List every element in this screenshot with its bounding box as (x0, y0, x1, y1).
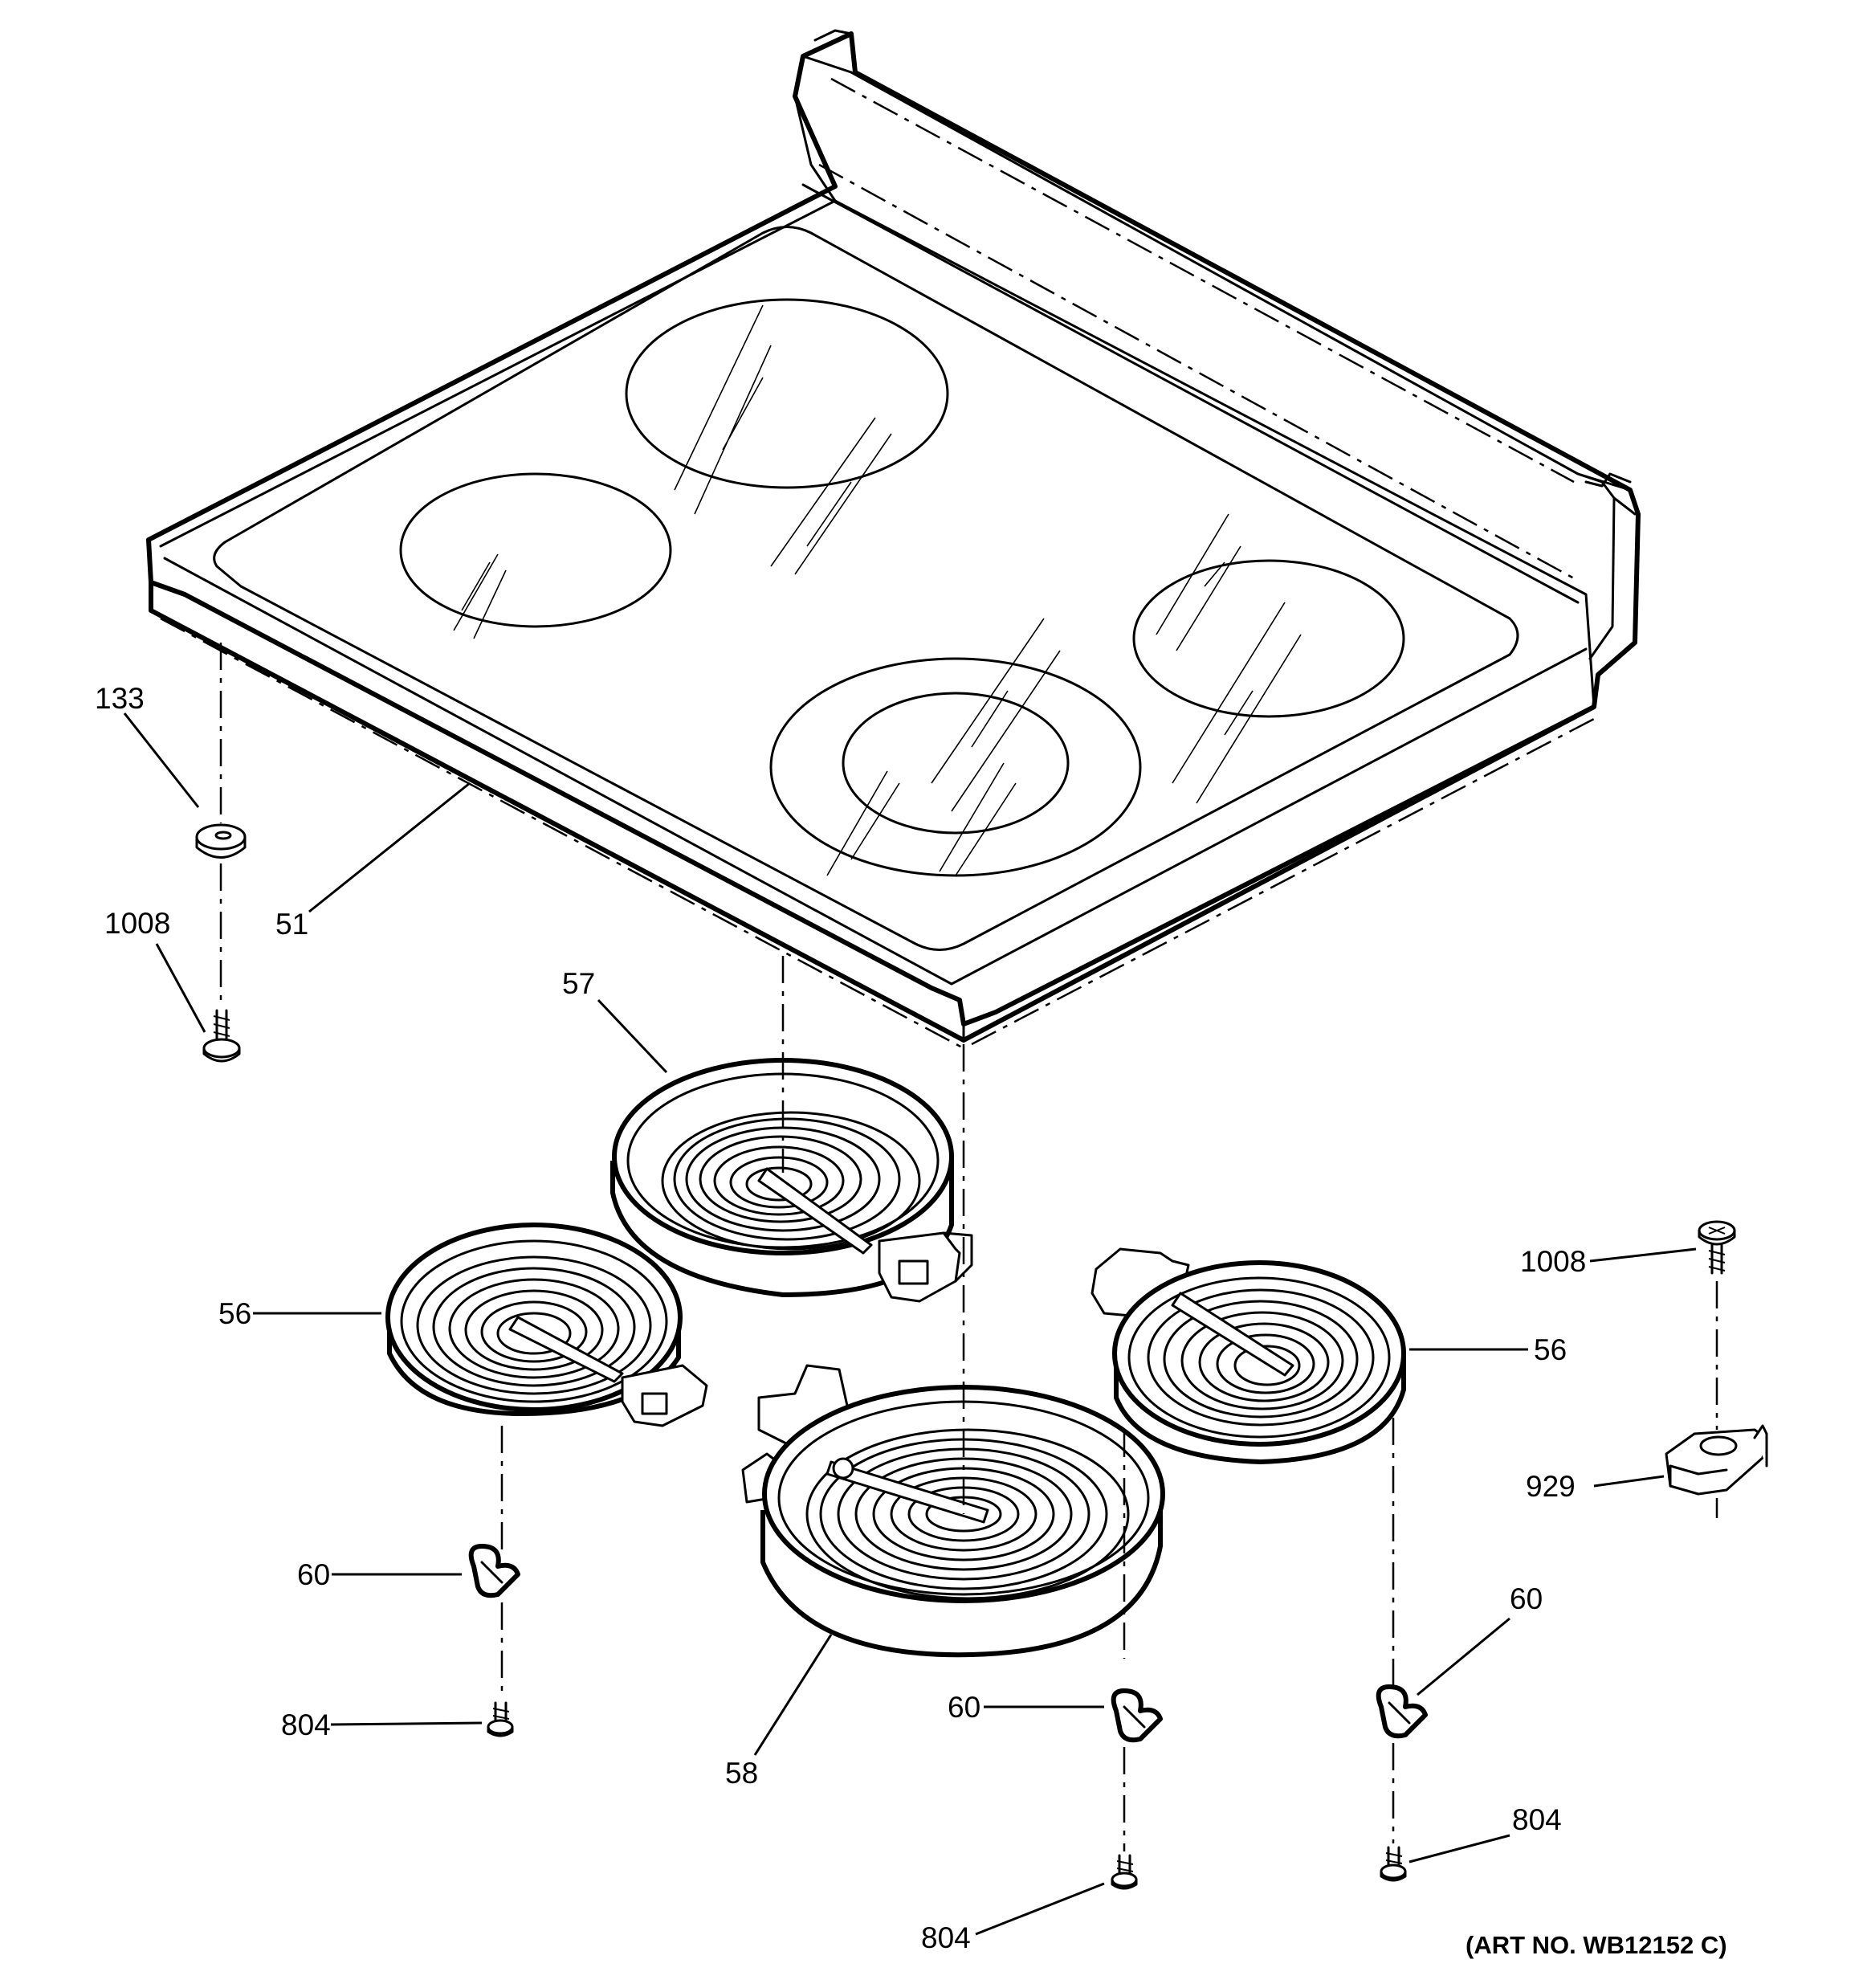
screw-1008-right (1698, 1220, 1736, 1275)
coil-57 (661, 1111, 921, 1251)
screw-804-right (1380, 1846, 1407, 1882)
radiant-element-56-right (1090, 1247, 1406, 1464)
callout-60-center: 60 (948, 1691, 980, 1724)
screw-804-center (1111, 1854, 1138, 1890)
clip-60-left (468, 1544, 520, 1598)
callout-60-right: 60 (1510, 1582, 1543, 1615)
clip-60-center (1111, 1688, 1163, 1743)
callout-56-right: 56 (1534, 1333, 1567, 1366)
screw-804-left (487, 1701, 514, 1737)
callout-56-left: 56 (218, 1297, 251, 1330)
cooktop-glass-assembly (146, 29, 1641, 1050)
clip-60-right (1376, 1684, 1428, 1739)
callout-804-right: 804 (1512, 1803, 1562, 1836)
callout-1008-left: 1008 (104, 907, 170, 940)
callout-57: 57 (562, 967, 595, 1000)
radiant-element-58 (741, 1364, 1165, 1658)
coil-56-left (416, 1255, 652, 1395)
callout-58: 58 (725, 1757, 758, 1790)
radiant-element-56-left (385, 1223, 708, 1427)
callout-51: 51 (275, 908, 308, 941)
bumper-133 (195, 823, 247, 859)
callout-804-center: 804 (921, 1921, 971, 1954)
callout-60-left: 60 (297, 1558, 330, 1591)
coil-56-right (1147, 1288, 1375, 1427)
art-number: (ART NO. WB12152 C) (1466, 1931, 1727, 1959)
leader-lines (123, 712, 1697, 1936)
callout-1008-right: 1008 (1520, 1245, 1586, 1278)
callout-804-left: 804 (281, 1708, 331, 1741)
screw-1008-left (202, 1009, 241, 1063)
callout-929: 929 (1526, 1470, 1576, 1503)
radiant-element-57 (610, 1058, 973, 1303)
bracket-929 (1665, 1424, 1768, 1496)
callout-133: 133 (95, 682, 145, 715)
